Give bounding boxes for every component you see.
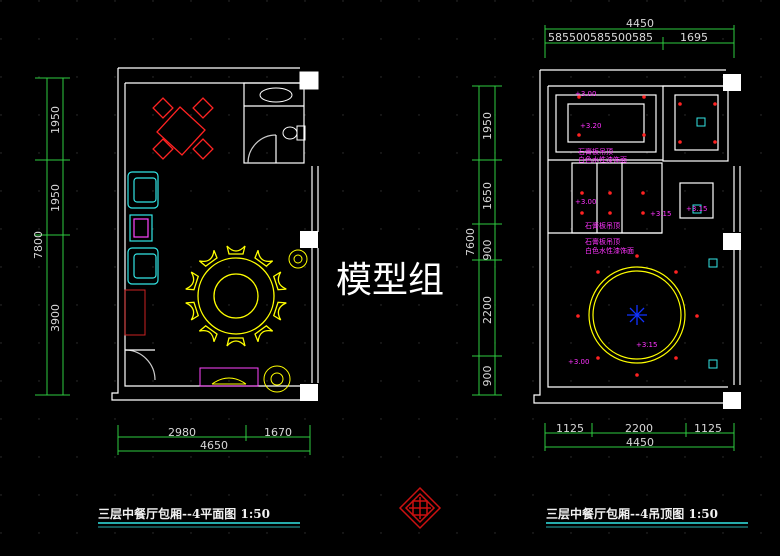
ceiling-dim-seg3: 900: [481, 240, 494, 261]
ceiling-column-top: [723, 74, 741, 91]
plan-column-mid: [300, 231, 318, 248]
chandelier-icon: [627, 305, 647, 325]
watermark-background: [325, 252, 455, 300]
dining-chair: [254, 250, 274, 267]
dining-chair: [198, 250, 218, 267]
plan-dim-total-height: 7800: [32, 231, 45, 259]
dining-chair: [226, 245, 246, 255]
ceiling-title: 三层中餐厅包厢--4吊顶图 1:50: [546, 506, 718, 521]
plan-bottom-dimension-chain: [117, 425, 311, 455]
ceiling-level-2: +3.20: [580, 122, 601, 130]
ceiling-dim-bottom-1: 1125: [556, 422, 584, 435]
ceiling-column-mid: [723, 233, 741, 250]
side-table: [129, 214, 153, 242]
round-table-set: [185, 245, 287, 347]
ceiling-dim-top-right: 1695: [680, 31, 708, 44]
plan-column-top: [299, 71, 319, 90]
plan-dim-segment-3: 3900: [49, 304, 62, 332]
watermark-text: 模型组: [336, 260, 444, 301]
plan-dim-segment-1: 1950: [49, 106, 62, 134]
ceiling-dim-seg1: 1950: [481, 112, 494, 140]
plan-dim-width-1: 2980: [168, 426, 196, 439]
ceiling-walls: [533, 69, 741, 404]
seal-logo: [398, 486, 442, 530]
plant-icon: [263, 249, 308, 393]
plan-dim-total-width: 4650: [200, 439, 228, 452]
dining-chair: [272, 301, 287, 321]
armchair-upper: [127, 171, 159, 209]
ceiling-column-bottom: [723, 392, 741, 409]
dining-chair: [226, 337, 246, 347]
tv-cabinet: [199, 367, 259, 387]
ceiling-level-4: +3.15: [650, 210, 671, 218]
dining-chair: [198, 325, 218, 342]
ceiling-level-3: +3.00: [575, 198, 596, 206]
ceiling-dim-seg2: 1650: [481, 182, 494, 210]
plan-dim-segment-2: 1950: [49, 184, 62, 212]
ceiling-bottom-dimension-chain: [544, 423, 735, 451]
dining-chair: [272, 271, 287, 291]
basin-icon: [259, 87, 293, 103]
ceiling-dim-top-total: 4450: [626, 17, 654, 30]
plan-column-bottom: [300, 384, 318, 401]
dining-chair: [185, 301, 200, 321]
vent-markers: [692, 117, 718, 369]
ceiling-level-7: +3.15: [636, 341, 657, 349]
ceiling-left-dimension-chain: [472, 85, 502, 396]
ceiling-dim-bottom-2: 2200: [625, 422, 653, 435]
plan-left-dimension-chain: [35, 77, 70, 396]
ceiling-dim-bottom-3: 1125: [694, 422, 722, 435]
dining-chair: [185, 271, 200, 291]
ceiling-top-dimension-chain: [544, 25, 735, 58]
ceiling-dim-total-height: 7600: [464, 228, 477, 256]
square-table-set: [152, 97, 214, 160]
ceiling-dim-seg5: 900: [481, 366, 494, 387]
ceiling-note-1b: 白色水性漆饰面: [578, 155, 627, 164]
ceiling-level-1: +3.00: [575, 90, 596, 98]
armchair-lower: [127, 247, 159, 285]
ceiling-dim-bottom-total: 4450: [626, 436, 654, 449]
ceiling-plan: 4450 585500585500585 1695 7600 1950 1650…: [464, 17, 748, 528]
ceiling-dim-top-segments: 585500585500585: [548, 31, 653, 44]
ceiling-note-3b: 白色水性漆饰面: [585, 246, 634, 255]
dining-chair: [254, 325, 274, 342]
toilet-icon: [282, 125, 306, 141]
ceiling-note-3a: 石膏板吊顶: [585, 237, 620, 246]
ceiling-level-5: +3.15: [686, 205, 707, 213]
ceiling-level-6: +3.00: [568, 358, 589, 366]
round-ceiling-feature: [588, 266, 686, 364]
plan-dim-width-2: 1670: [264, 426, 292, 439]
ceiling-note-1a: 石膏板吊顶: [578, 147, 613, 156]
floor-plan: 7800 1950 1950 3900: [32, 67, 319, 528]
cabinet-red: [124, 289, 146, 336]
downlight-markers: [576, 95, 717, 377]
plan-title: 三层中餐厅包厢--4平面图 1:50: [98, 506, 270, 521]
ceiling-note-2: 石膏板吊顶: [585, 221, 620, 230]
ceiling-dim-seg4: 2200: [481, 296, 494, 324]
